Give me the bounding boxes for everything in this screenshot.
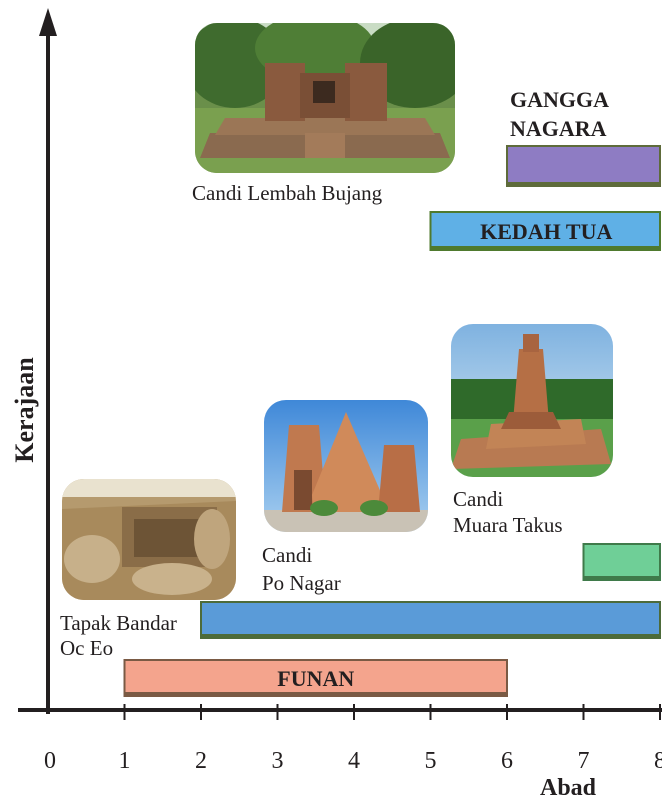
candi-lembah-bujang-caption: Candi Lembah Bujang <box>192 181 383 205</box>
bar-3-bar-shadow <box>583 576 660 580</box>
gangga-nagara-bar <box>506 145 661 187</box>
tapak-bandar-oc-eo-photo <box>62 479 236 600</box>
gangga-nagara-label-line-1: GANGGA <box>510 87 609 112</box>
x-tick-label: 2 <box>195 748 207 774</box>
bar-2-bar-shadow <box>201 634 660 638</box>
funan-label: FUNAN <box>277 666 354 691</box>
funan-bar-shadow <box>124 692 507 696</box>
candi-lembah-bujang-photo <box>195 23 455 173</box>
candi-po-nagar-caption-1: Candi <box>262 543 313 567</box>
x-tick-label: 3 <box>272 748 284 774</box>
x-tick-label: 7 <box>578 748 590 774</box>
tapak-bandar-oc-eo-caption-2: Oc Eo <box>60 636 114 660</box>
gangga-nagara-bar-shadow <box>507 182 660 186</box>
candi-po-nagar-caption-2: Po Nagar <box>262 571 341 595</box>
y-axis-label: Kerajaan <box>10 357 39 463</box>
x-tick-label: 4 <box>348 748 360 774</box>
bar-3-bar <box>582 543 661 581</box>
candi-muara-takus-caption-1: Candi <box>453 487 504 511</box>
x-tick-label: 1 <box>119 748 131 774</box>
y-axis-arrow <box>39 8 57 36</box>
candi-po-nagar-photo <box>264 400 428 532</box>
bars: FUNAN KEDAH TUA GANGGA NAGARA <box>123 87 661 697</box>
x-tick-label: 0 <box>44 748 56 774</box>
kedah-tua-bar-shadow <box>430 246 660 250</box>
candi-muara-takus-caption-2: Muara Takus <box>453 513 563 537</box>
x-tick-label: 8 <box>654 748 662 774</box>
x-tick-label: 6 <box>501 748 513 774</box>
bar-2-bar <box>200 601 661 639</box>
tapak-bandar-oc-eo-caption-1: Tapak Bandar <box>60 611 177 635</box>
x-tick-label: 5 <box>425 748 437 774</box>
kedah-tua-label: KEDAH TUA <box>480 219 612 244</box>
candi-muara-takus-photo <box>451 324 613 477</box>
gangga-nagara-label-line-2: NAGARA <box>510 116 607 141</box>
x-axis-label: Abad <box>540 775 597 798</box>
